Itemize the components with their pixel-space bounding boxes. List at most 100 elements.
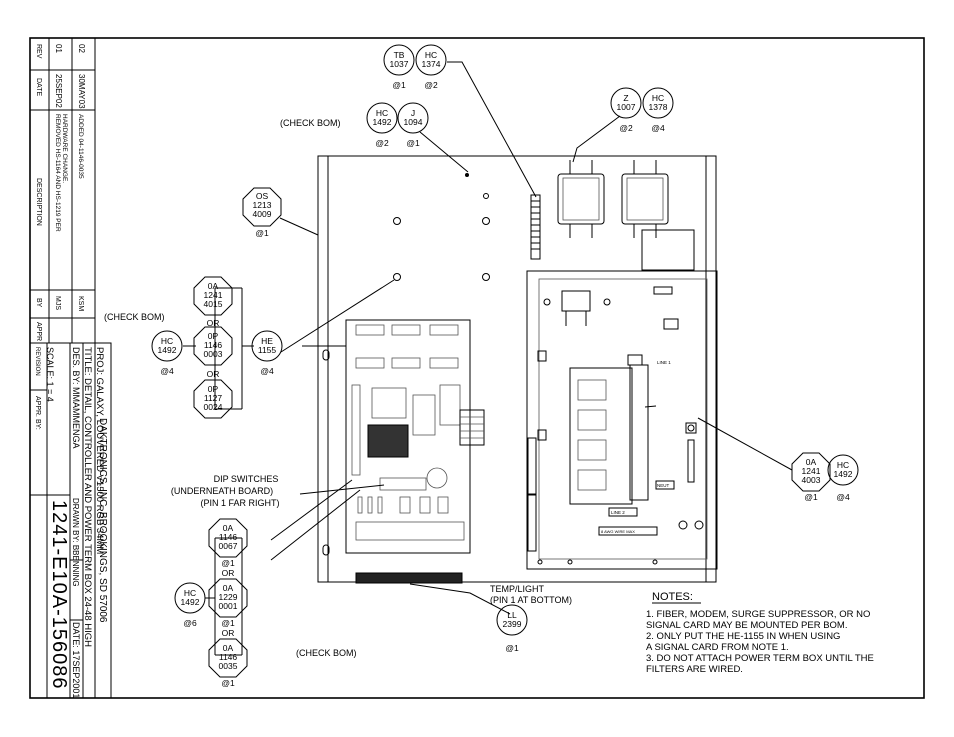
callout-oa4003-suffix: 4003 bbox=[802, 475, 821, 485]
callout-oa4015-suffix: 4015 bbox=[204, 299, 223, 309]
callout-oa-1146-0035: 0A 1146 0035 @1 bbox=[208, 638, 248, 688]
callout-os-number: 1213 bbox=[253, 200, 272, 210]
callout-z-1007: Z 1007 @2 bbox=[610, 87, 642, 133]
appr-by: APPR. BY: bbox=[34, 396, 41, 430]
controller-board bbox=[345, 319, 485, 554]
callout-os-qty: @1 bbox=[255, 228, 269, 238]
callout-oa-1146-0067: 0A 1146 0067 @1 bbox=[208, 518, 248, 568]
power-term-box: LINE 1 LINE 2 NEUT 8 AWG WIRE MAX bbox=[526, 270, 718, 570]
callout-oa0001-qty: @1 bbox=[221, 618, 235, 628]
callout-op-1146-0003: 0P 1146 0003 bbox=[193, 326, 233, 366]
rev-header: REV bbox=[35, 44, 42, 59]
project: PROJ: GALAXY, LOUVERED V1500 RGB 34MM bbox=[94, 347, 105, 554]
callout-os-1213-4009: OS 1213 4009 @1 bbox=[242, 187, 282, 238]
callout-op0024-prefix: 0P bbox=[208, 384, 219, 394]
callout-op0003-suffix: 0003 bbox=[204, 349, 223, 359]
callout-z-prefix: Z bbox=[623, 93, 628, 103]
by-02: KSM bbox=[77, 296, 84, 311]
callout-oa0067-suffix: 0067 bbox=[219, 541, 238, 551]
callout-hc1378-qty: @4 bbox=[651, 123, 665, 133]
desc-02: ADDED 04-1146-0035 bbox=[77, 114, 84, 179]
note-line-5: 3. DO NOT ATTACH POWER TERM BOX UNTIL TH… bbox=[646, 653, 874, 664]
callout-ll-qty: @1 bbox=[505, 643, 519, 653]
callout-hc1374-qty: @2 bbox=[424, 80, 438, 90]
callout-he-1155: HE 1155 @4 bbox=[251, 330, 283, 376]
revision-block: REV DATE DESCRIPTION BY APPR 01 25SEP02 … bbox=[29, 37, 96, 344]
callout-oa0067-number: 1146 bbox=[219, 532, 238, 542]
callout-hc1492b-prefix: HC bbox=[161, 336, 173, 346]
callout-oa4003-qty: @1 bbox=[804, 492, 818, 502]
dip-label-2: (UNDERNEATH BOARD) bbox=[171, 486, 273, 496]
company: DAKTRONICS, INC. BROOKINGS, SD 57006 bbox=[97, 418, 108, 623]
callout-hc-1492-top: HC 1492 @2 bbox=[366, 102, 398, 148]
title: TITLE: DETAIL, CONTROLLER AND POWER TERM… bbox=[82, 347, 93, 647]
note-line-2: SIGNAL CARD MAY BE MOUNTED PER BOM. bbox=[646, 620, 847, 631]
appr-header: APPR bbox=[35, 322, 42, 341]
callout-hc-1492-left: HC 1492 @4 bbox=[151, 330, 183, 376]
callout-oa4015-number: 1241 bbox=[204, 290, 223, 300]
callout-hc1374-number: 1374 bbox=[422, 59, 441, 69]
callout-os-prefix: OS bbox=[256, 191, 269, 201]
callout-oa0035-prefix: 0A bbox=[223, 643, 234, 653]
callout-hc1492c-number: 1492 bbox=[834, 469, 853, 479]
title-block: REVISION APPR. BY: SCALE: 1 = 4 1241-E10… bbox=[29, 342, 112, 699]
callout-oa0035-suffix: 0035 bbox=[219, 661, 238, 671]
callout-hc1492c-prefix: HC bbox=[837, 460, 849, 470]
temp-light-connector bbox=[355, 572, 463, 584]
callout-hc-1492-right: HC 1492 @4 bbox=[827, 454, 859, 502]
desc-01-line1: REMOVED HS-1164 AND HS-1219 PER bbox=[54, 114, 61, 232]
callout-j-prefix: J bbox=[411, 108, 415, 118]
rev-02: 02 bbox=[77, 44, 86, 53]
callout-hc-1492-bottom: HC 1492 @6 bbox=[174, 582, 206, 628]
note-line-4: A SIGNAL CARD FROM NOTE 1. bbox=[646, 642, 789, 653]
callout-oa0001-suffix: 0001 bbox=[219, 601, 238, 611]
callout-hc-1374: HC 1374 @2 bbox=[415, 44, 447, 90]
dip-label-1: DIP SWITCHES bbox=[214, 474, 279, 484]
line2-label: LINE 2 bbox=[611, 510, 625, 515]
revision-caption: REVISION bbox=[34, 347, 40, 376]
callout-oa0035-number: 1146 bbox=[219, 652, 238, 662]
drawing-number: 1241-E10A-156086 bbox=[48, 500, 70, 689]
notes: NOTES: 1. FIBER, MODEM, SURGE SUPPRESSOR… bbox=[646, 591, 874, 675]
callout-oa4015-prefix: 0A bbox=[208, 281, 219, 291]
callout-j-1094: J 1094 @1 bbox=[397, 102, 429, 148]
callout-tb-1037: TB 1037 @1 bbox=[383, 44, 415, 90]
callout-hc1492d-qty: @6 bbox=[183, 618, 197, 628]
callout-hc-1378: HC 1378 @4 bbox=[642, 87, 674, 133]
callout-hc1492d-prefix: HC bbox=[184, 588, 196, 598]
leader-lines bbox=[183, 61, 793, 656]
designed-by: DES. BY: MMAMMENGA bbox=[71, 347, 81, 449]
callout-op-1127-0024: 0P 1127 0024 bbox=[193, 379, 233, 419]
desc-01-line2: HARDWARE CHANGE. bbox=[61, 114, 68, 183]
callout-oa0001-number: 1229 bbox=[219, 592, 238, 602]
drawn-by: DRAWN BY: BBENNING bbox=[71, 498, 80, 587]
callout-hc1492a-qty: @2 bbox=[375, 138, 389, 148]
callout-j-qty: @1 bbox=[406, 138, 420, 148]
callout-he-qty: @4 bbox=[260, 366, 274, 376]
callout-hc1492a-number: 1492 bbox=[373, 117, 392, 127]
callout-oa-1241-4003: 0A 1241 4003 @1 bbox=[791, 452, 831, 502]
by-header: BY bbox=[35, 298, 42, 308]
description-header: DESCRIPTION bbox=[35, 178, 42, 226]
or-label-2: OR bbox=[207, 369, 220, 379]
date-01: 25SEP02 bbox=[54, 74, 63, 108]
callout-hc1374-prefix: HC bbox=[425, 50, 437, 60]
neut-label: NEUT bbox=[657, 483, 670, 488]
notes-heading: NOTES: bbox=[652, 591, 693, 603]
callout-oa4003-prefix: 0A bbox=[806, 457, 817, 467]
date: DATE: 17SEP2001 bbox=[71, 622, 81, 698]
callout-oa4003-number: 1241 bbox=[802, 466, 821, 476]
callout-tb-number: 1037 bbox=[390, 59, 409, 69]
or-label-1: OR bbox=[207, 318, 220, 328]
callout-hc1492c-qty: @4 bbox=[836, 492, 850, 502]
callout-hc1492d-number: 1492 bbox=[181, 597, 200, 607]
callout-z-qty: @2 bbox=[619, 123, 633, 133]
date-02: 30MAY03 bbox=[77, 74, 86, 109]
callout-hc1492a-prefix: HC bbox=[376, 108, 388, 118]
controller-enclosure bbox=[317, 155, 717, 583]
callout-ll-2399: LL 2399 @1 bbox=[496, 604, 528, 653]
dip-label-3: (PIN 1 FAR RIGHT) bbox=[200, 498, 279, 508]
callout-op0003-number: 1146 bbox=[204, 340, 223, 350]
note-line-6: FILTERS ARE WIRED. bbox=[646, 664, 743, 675]
